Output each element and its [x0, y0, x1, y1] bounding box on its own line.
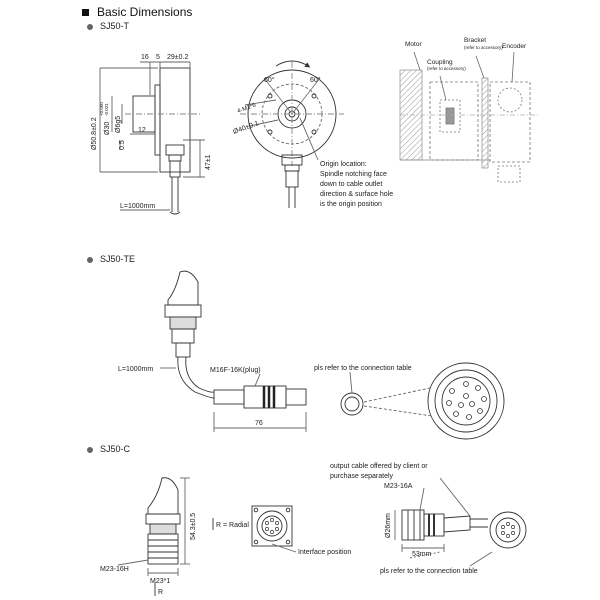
flange: [154, 84, 161, 156]
dim-05: 0.5: [119, 140, 126, 150]
cable-gland-top: [165, 144, 185, 156]
encoder-housing: [167, 270, 199, 306]
section-title-sj50-c: SJ50-C: [100, 444, 131, 454]
sj50-c-pins: [265, 518, 515, 538]
bracket-note: (refer to accessory): [464, 45, 503, 50]
encoder-label: Encoder: [502, 43, 527, 50]
dim-12: 12: [138, 127, 146, 134]
m23-connector-face: [489, 511, 527, 549]
dia-50: Ø50.8±0.2: [91, 117, 98, 150]
installation-labels: Motor Bracket (refer to accessory) Coupl…: [405, 37, 527, 71]
black-square-icon: [82, 9, 89, 16]
origin-note-1: Origin location:: [320, 161, 367, 168]
section-title-sj50-t: SJ50-T: [100, 21, 130, 31]
gray-bullet-icon: [87, 447, 93, 453]
small-connector-face: [340, 392, 364, 416]
sj50-t-front-labels: 60° 60° 4-M3*6 Ø40±0.1 Origin location: …: [232, 76, 393, 208]
sj50-t-side-view: [99, 61, 205, 215]
angle-left: 60°: [264, 76, 275, 84]
c-dim-53: 53mm: [412, 551, 432, 558]
c-radial-label: R = Radial: [216, 522, 249, 529]
dia-40: Ø40±0.1: [232, 120, 260, 136]
c-pin-note: pls refer to the connection table: [380, 568, 478, 575]
rotation-arrow-icon: [275, 60, 311, 68]
cable-length: L=1000mm: [120, 203, 155, 210]
c-conn-label: M23-16H: [100, 566, 129, 573]
motor-label: Motor: [405, 41, 422, 48]
encoder-body: [159, 67, 191, 173]
sj50-c-drawing: [117, 477, 527, 596]
origin-note-4: direction & surface hole: [320, 191, 393, 198]
section-title-sj50-te: SJ50-TE: [100, 254, 136, 264]
sj50-c-labels: 54.3±0.5 M23-16H M23*1 R R = Radial Inte…: [100, 463, 478, 596]
bracket-plate: [481, 77, 489, 169]
sj50-t-front-view: [240, 60, 344, 208]
installation-sketch: [399, 51, 540, 183]
c-m23-label: M23*1: [150, 578, 170, 585]
cable-plug-sleeve: [213, 389, 245, 405]
c-dim-54: 54.3±0.5: [190, 513, 197, 540]
sj50-t-side-labels: 16 5 29±0.2 Ø50.8±0.2 Ø30 +0.000 -0.021 …: [91, 54, 212, 210]
c-r-mark: R: [158, 589, 163, 596]
origin-note-2: Spindle notching face: [320, 171, 387, 178]
coupling-label: Coupling: [427, 59, 453, 66]
coupling-block: [439, 99, 461, 133]
gray-bullet-icon: [87, 24, 93, 30]
dia-30: Ø30: [104, 122, 111, 135]
te-pin-note: pls refer to the connection table: [314, 365, 412, 372]
large-connector-face: [427, 362, 505, 440]
m23-plug-nut: [401, 509, 425, 541]
tol-30-bot: -0.021: [104, 103, 109, 116]
c-encoder-housing: [147, 477, 179, 515]
dim-5: 5: [156, 54, 160, 61]
origin-note-5: is the origin position: [320, 201, 382, 208]
tol-30-top: +0.000: [99, 102, 104, 116]
dia-6: Ø6g5: [115, 116, 122, 133]
c-dia-26: Ø26mm: [385, 513, 392, 538]
dim-47: 47±1: [205, 154, 212, 170]
te-dim-76: 76: [255, 420, 263, 427]
square-flange: [251, 505, 293, 547]
page-title: Basic Dimensions: [97, 5, 193, 19]
sj50-te-pins: [446, 381, 487, 420]
gray-bullet-icon: [87, 257, 93, 263]
sj50-te-labels: L=1000mm M16F-16K(plug) 76 pls refer to …: [118, 365, 412, 427]
c-plug-label: M23-16A: [384, 483, 413, 490]
angle-right: 60°: [310, 76, 321, 84]
dim-29: 29±0.2: [167, 54, 188, 61]
te-cable-length: L=1000mm: [118, 366, 153, 373]
c-offer-note-1: output cable offered by client or: [330, 463, 428, 470]
coupling-note: (refer to accessory): [427, 66, 466, 71]
m23-receptacle: [147, 533, 179, 565]
bracket-label: Bracket: [464, 37, 486, 44]
encoder-block: [489, 81, 531, 163]
c-offer-note-2: purchase separately: [330, 473, 394, 480]
dim-16: 16: [141, 54, 149, 61]
te-plug-label: M16F-16K(plug): [210, 367, 261, 374]
sj50-te-drawing: [160, 270, 505, 440]
c-interface-label: Interface position: [298, 549, 351, 556]
origin-note-3: down to cable outlet: [320, 181, 382, 188]
